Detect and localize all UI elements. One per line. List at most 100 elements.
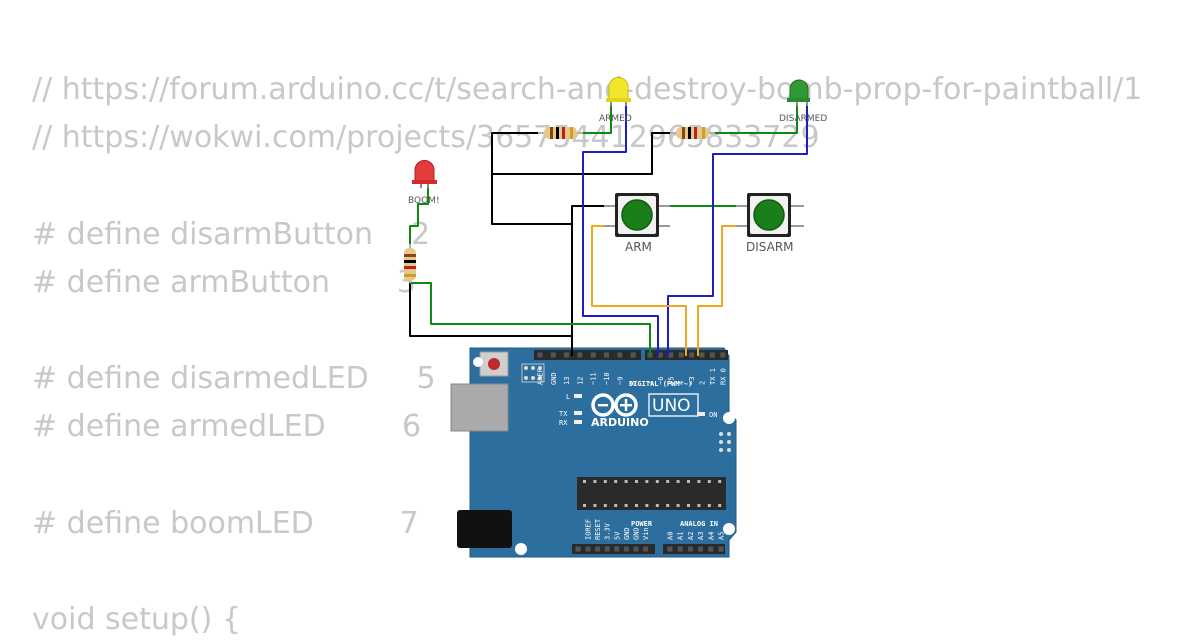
pin-label: A1 bbox=[677, 532, 685, 540]
power-jack bbox=[457, 510, 512, 548]
code-line: # define disarmButton 2 bbox=[32, 216, 431, 252]
pin-hole[interactable] bbox=[564, 352, 570, 358]
pin-hole[interactable] bbox=[677, 546, 683, 552]
pin-hole[interactable] bbox=[590, 352, 596, 358]
mount-hole bbox=[723, 523, 735, 535]
chip-legs bbox=[583, 480, 722, 507]
pin-hole[interactable] bbox=[708, 546, 714, 552]
resistor-boom[interactable] bbox=[404, 244, 416, 283]
pin-hole[interactable] bbox=[699, 352, 705, 358]
mount-hole bbox=[515, 543, 527, 555]
arduino-logo-icon bbox=[591, 393, 638, 417]
pin-hole[interactable] bbox=[550, 352, 556, 358]
pin-label: 7 bbox=[647, 381, 655, 385]
pin-hole[interactable] bbox=[687, 546, 693, 552]
led-disarmed[interactable]: DISARMED bbox=[779, 79, 827, 124]
power-header-label: POWER bbox=[631, 520, 653, 528]
wire-armed-resistor-gnd bbox=[491, 132, 572, 225]
code-editor-background: // https://forum.arduino.cc/t/search-and… bbox=[32, 66, 1142, 644]
pin-label: A2 bbox=[687, 532, 695, 540]
brand-label: ARDUINO bbox=[591, 416, 649, 429]
code-line: # define armButton 3 bbox=[32, 264, 416, 300]
led-l-label: L bbox=[566, 393, 570, 401]
pin-label: 2 bbox=[699, 381, 707, 385]
led-rx bbox=[574, 420, 582, 424]
pin-hole[interactable] bbox=[709, 352, 715, 358]
wire-disarmed-led bbox=[715, 104, 798, 134]
resistor-disarmed[interactable] bbox=[670, 127, 715, 139]
pin-hole[interactable] bbox=[630, 352, 636, 358]
code-line: # define disarmedLED 5 bbox=[32, 361, 436, 397]
pin-label: 12 bbox=[576, 377, 584, 385]
led-l bbox=[574, 394, 582, 398]
analog-header-label: ANALOG IN bbox=[680, 520, 718, 528]
disarm-pushbutton[interactable]: DISARM bbox=[736, 193, 804, 254]
pin-label: A0 bbox=[667, 532, 675, 540]
pin-hole[interactable] bbox=[617, 352, 623, 358]
arm-pushbutton[interactable]: ARM bbox=[604, 193, 670, 254]
pin-label: ~6 bbox=[657, 377, 665, 385]
pin-hole[interactable] bbox=[657, 352, 663, 358]
pin-hole[interactable] bbox=[633, 546, 639, 552]
pin-hole[interactable] bbox=[720, 352, 726, 358]
pin-label: 5V bbox=[613, 531, 621, 540]
led-rx-label: RX bbox=[559, 419, 568, 427]
pin-label: TX 1 bbox=[709, 368, 717, 385]
led-tx bbox=[574, 411, 582, 415]
code-line: # define armedLED 6 bbox=[32, 409, 422, 445]
led-tx-label: TX bbox=[559, 410, 568, 418]
pin-hole[interactable] bbox=[718, 546, 724, 552]
pin-label: ~11 bbox=[590, 372, 598, 385]
model-label: UNO bbox=[652, 396, 691, 416]
pin-hole[interactable] bbox=[689, 352, 695, 358]
digital-header-left bbox=[534, 350, 641, 360]
led-boom-label: BOOM! bbox=[408, 196, 440, 206]
wire-disarmed-resistor-gnd bbox=[492, 132, 670, 175]
pin-hole[interactable] bbox=[604, 546, 610, 552]
pin-label: IOREF bbox=[585, 519, 593, 540]
bottom-pin-holes bbox=[575, 546, 724, 552]
wire-armed-pin6 bbox=[582, 104, 659, 356]
pin-label: ~10 bbox=[603, 372, 611, 385]
pin-hole[interactable] bbox=[595, 546, 601, 552]
pin-hole[interactable] bbox=[585, 546, 591, 552]
pin-label: A5 bbox=[718, 532, 726, 540]
wire-arm-button-gnd bbox=[571, 205, 610, 336]
pin-hole[interactable] bbox=[575, 546, 581, 552]
led-boom[interactable]: BOOM! bbox=[408, 160, 440, 207]
reset-button-cap[interactable] bbox=[488, 358, 500, 370]
code-line: // https://forum.arduino.cc/t/search-and… bbox=[32, 72, 1143, 107]
pin-hole[interactable] bbox=[698, 546, 704, 552]
pin-label: RX 0 bbox=[719, 368, 727, 385]
pin-hole[interactable] bbox=[604, 352, 609, 358]
code-line: # define boomLED 7 bbox=[32, 505, 419, 541]
led-armed[interactable]: ARMED bbox=[599, 77, 632, 125]
resistor-armed[interactable] bbox=[538, 127, 583, 139]
icsp-header-right bbox=[719, 432, 731, 452]
pin-hole[interactable] bbox=[678, 352, 684, 358]
wires bbox=[409, 104, 808, 356]
pin-label: A3 bbox=[697, 532, 705, 540]
pin-label: ~5 bbox=[667, 377, 675, 385]
wire-boom-led bbox=[409, 184, 429, 244]
model-box bbox=[648, 393, 699, 417]
pin-hole[interactable] bbox=[614, 546, 620, 552]
pin-hole[interactable] bbox=[667, 546, 673, 552]
pin-hole[interactable] bbox=[623, 546, 629, 552]
pin-hole[interactable] bbox=[643, 546, 649, 552]
pin-hole[interactable] bbox=[537, 352, 543, 358]
pin-hole[interactable] bbox=[577, 352, 583, 358]
mount-hole bbox=[723, 412, 735, 424]
led-armed-label: ARMED bbox=[599, 114, 632, 124]
led-disarmed-label: DISARMED bbox=[779, 114, 827, 124]
pin-label: ~9 bbox=[616, 377, 624, 385]
pin-label: GND bbox=[633, 527, 641, 540]
pin-label: AREF bbox=[537, 368, 545, 385]
pin-label: A4 bbox=[707, 532, 715, 540]
wire-boom-resistor-gnd bbox=[409, 283, 573, 356]
pin-label: GND bbox=[550, 372, 558, 385]
pin-hole[interactable] bbox=[668, 352, 674, 358]
